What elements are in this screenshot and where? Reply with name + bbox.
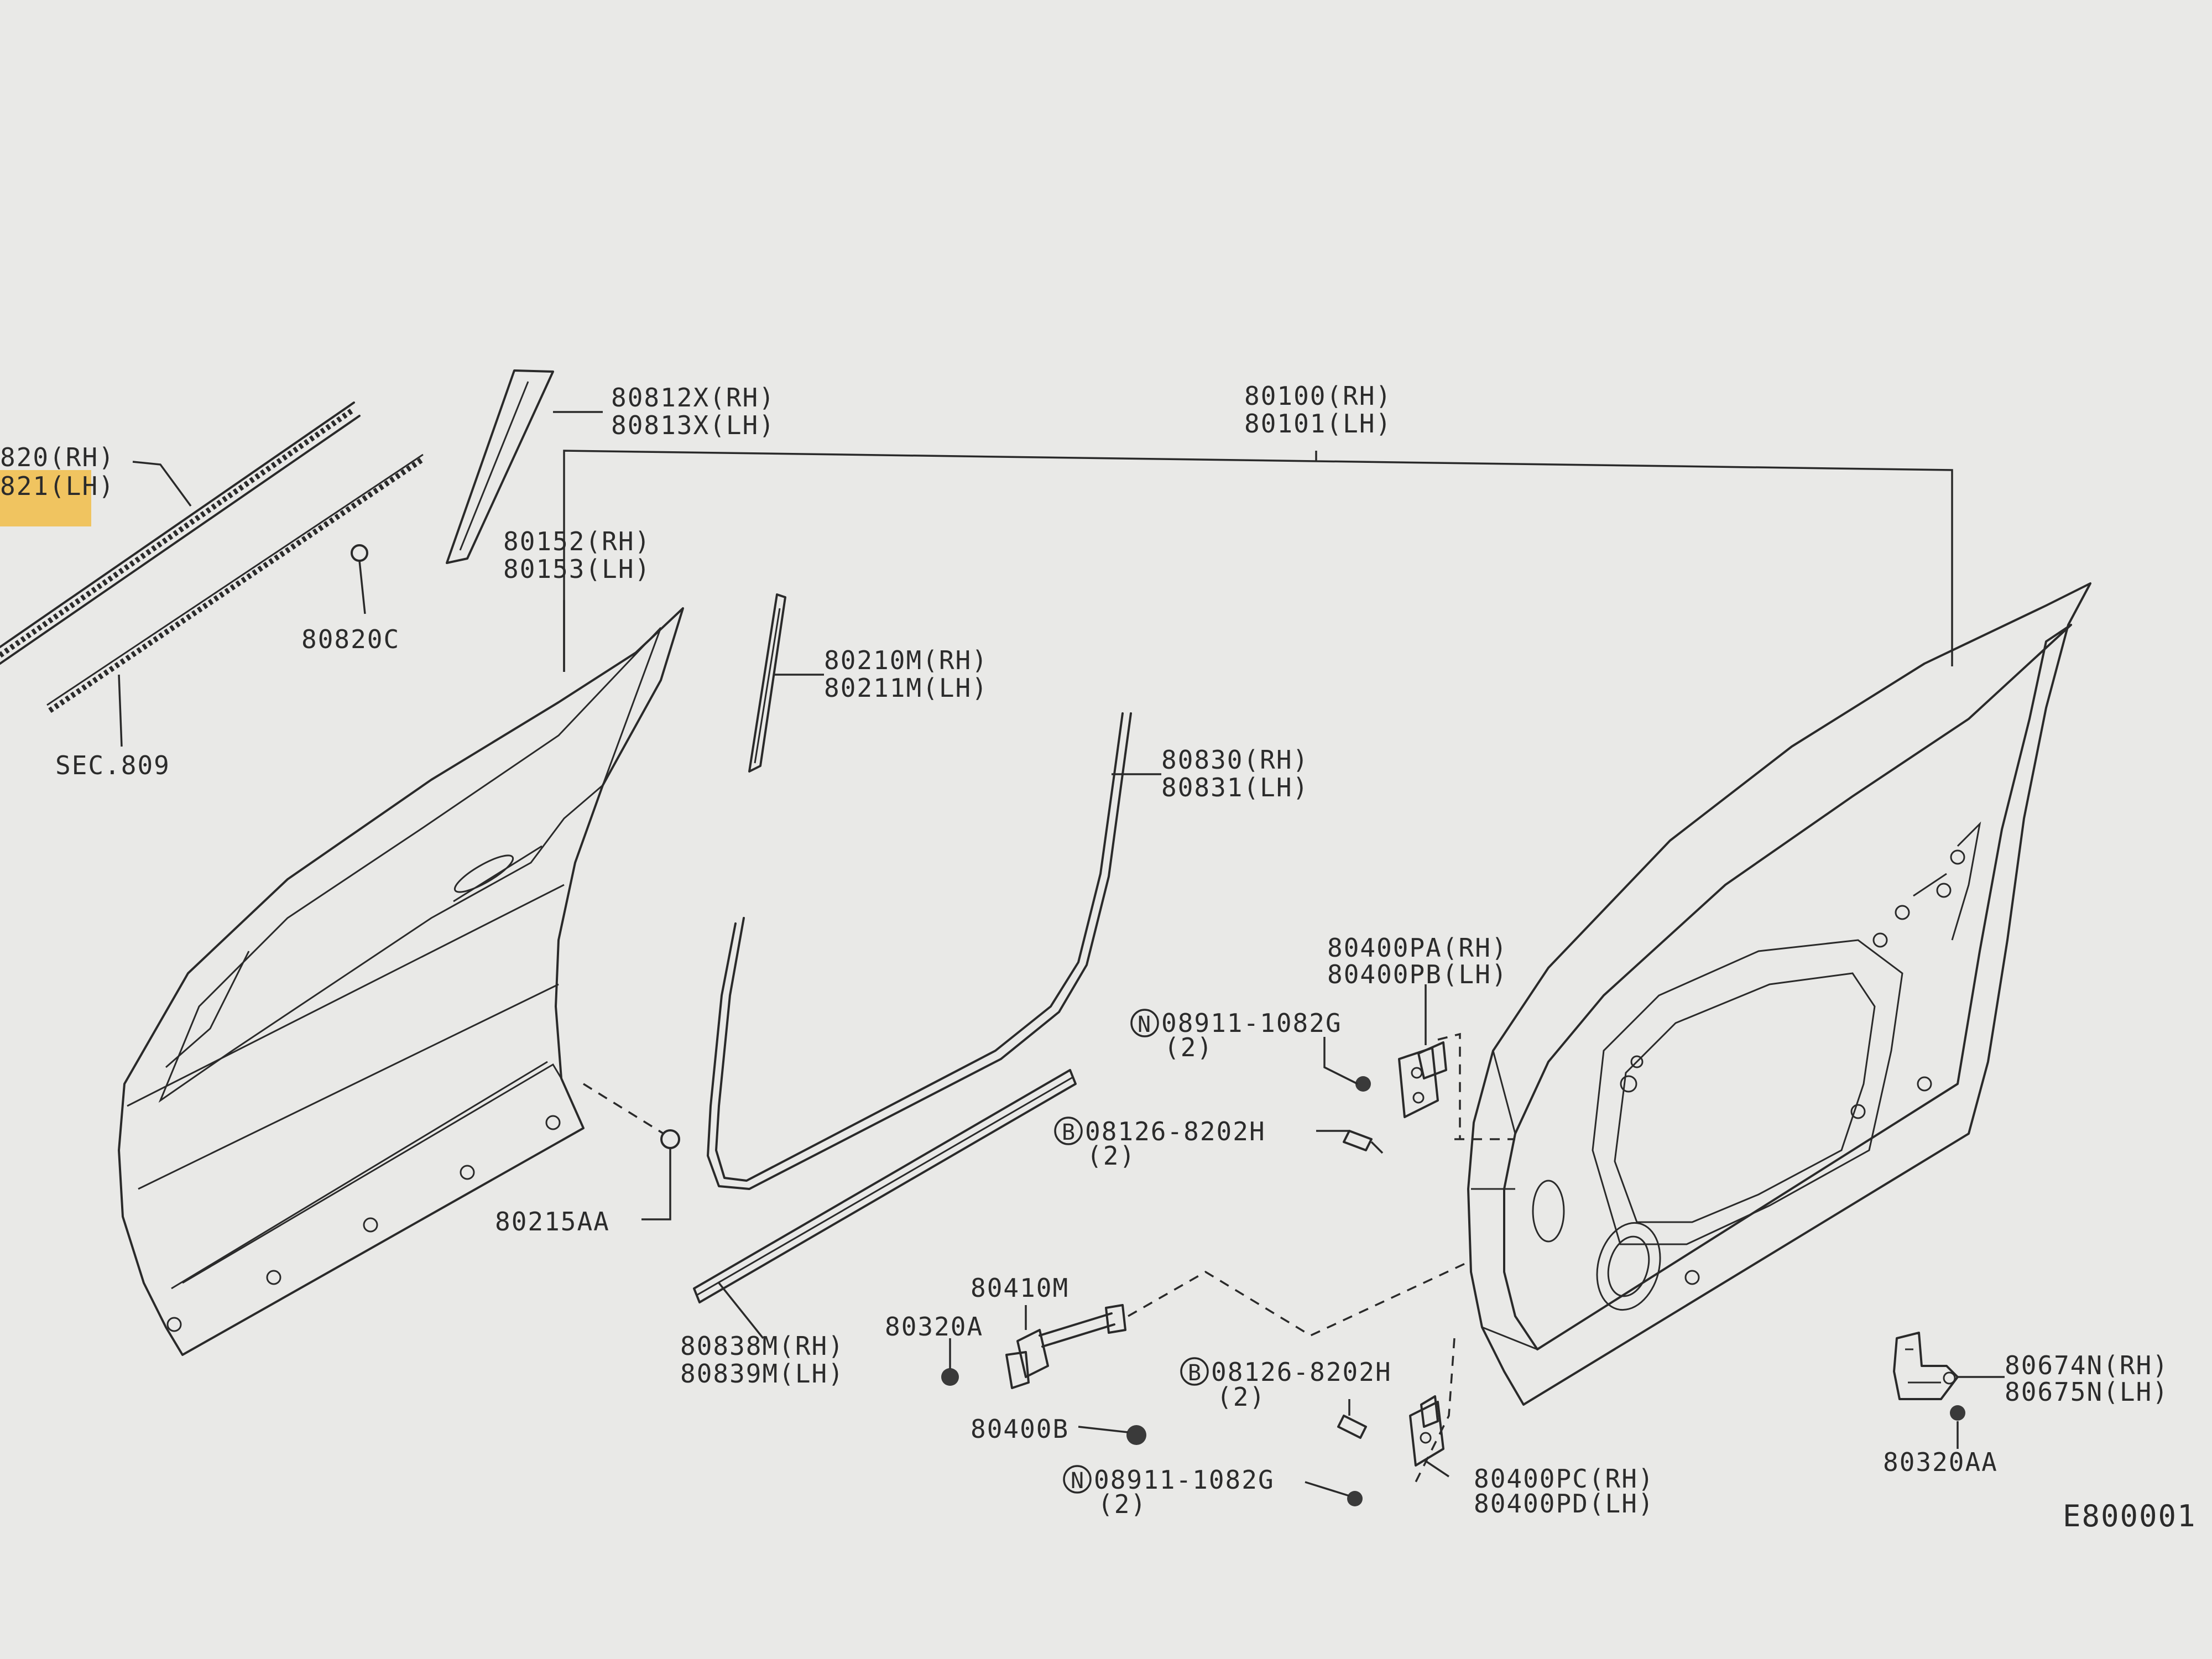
lower-hinge-dashed (1415, 1338, 1455, 1483)
label-clip[interactable]: 80820C (301, 624, 400, 654)
label-lower-seal-rh[interactable]: 80838M(RH) (680, 1331, 844, 1361)
label-seal-lh[interactable]: 80831(LH) (1161, 773, 1309, 802)
svg-text:N: N (1138, 1012, 1152, 1037)
inner-weatherstrip-part[interactable] (46, 453, 425, 713)
label-bolt-upper-qty: (2) (1087, 1141, 1136, 1171)
partition-sash-part[interactable] (748, 593, 786, 773)
lower-seal-leader (718, 1282, 764, 1339)
label-bolt-aa[interactable]: 80320AA (1883, 1447, 1998, 1477)
sash-tape-part[interactable] (446, 369, 554, 564)
bolt-80400b-part[interactable] (1078, 1425, 1146, 1445)
clip-80215aa-part[interactable] (583, 1083, 680, 1220)
n-symbol-lower: N (1063, 1465, 1092, 1494)
b-symbol-upper: B (1054, 1117, 1083, 1145)
label-bolt-lower-qty: (2) (1217, 1382, 1266, 1412)
lower-nut-part[interactable] (1305, 1481, 1363, 1506)
door-assembly-bracket (563, 450, 1953, 672)
label-nut-lower[interactable]: 08911-1082G (1094, 1465, 1275, 1495)
label-bolt-lower[interactable]: 08126-8202H (1211, 1357, 1392, 1387)
label-upper-hinge-lh[interactable]: 80400PB(LH) (1327, 959, 1508, 989)
clip-part[interactable] (351, 544, 368, 614)
label-door-rh[interactable]: 80100(RH) (1244, 381, 1392, 411)
upper-hinge-part[interactable] (1398, 1041, 1447, 1118)
label-door-lh[interactable]: 80101(LH) (1244, 409, 1392, 439)
outer-door-panel-part[interactable] (118, 607, 684, 1356)
door-opening-seal-part[interactable] (707, 712, 1132, 1190)
label-partition-lh[interactable]: 80211M(LH) (824, 673, 988, 703)
door-shell-part[interactable] (1467, 582, 2091, 1406)
label-sec[interactable]: SEC.809 (55, 750, 170, 780)
label-partition-rh[interactable]: 80210M(RH) (824, 645, 988, 675)
label-bolt-upper[interactable]: 08126-8202H (1085, 1117, 1266, 1146)
lower-hinge-leader (1423, 1459, 1449, 1478)
check-link-part[interactable] (1005, 1304, 1126, 1389)
upper-hinge-dashed (1437, 1032, 1515, 1140)
weatherstrip-leader (132, 461, 192, 507)
label-sash-tape-rh[interactable]: 80812X(RH) (611, 383, 775, 413)
label-upper-hinge-rh[interactable]: 80400PA(RH) (1327, 933, 1508, 963)
lower-bolt-part[interactable] (1337, 1399, 1367, 1439)
label-lower-seal-lh[interactable]: 80839M(LH) (680, 1359, 844, 1389)
bolt-80320a-part[interactable] (941, 1338, 959, 1386)
lower-hinge-part[interactable] (1409, 1395, 1444, 1467)
label-nut-upper-qty: (2) (1164, 1032, 1213, 1062)
n-symbol-upper: N (1130, 1009, 1159, 1037)
label-highlight (0, 470, 91, 526)
label-bolt-b[interactable]: 80400B (971, 1414, 1069, 1444)
belt-weatherstrip-part[interactable] (0, 401, 361, 665)
svg-text:B: B (1062, 1120, 1076, 1145)
label-clip2[interactable]: 80215AA (495, 1207, 610, 1237)
label-weatherstrip-lh[interactable]: 821(LH) (0, 471, 115, 501)
label-striker-rh[interactable]: 80674N(RH) (2005, 1350, 2169, 1380)
bolt-80320aa-part[interactable] (1950, 1405, 1965, 1449)
lower-seal-part[interactable] (693, 1069, 1077, 1303)
label-outer-panel-lh[interactable]: 80153(LH) (503, 554, 651, 584)
label-bolt-a[interactable]: 80320A (885, 1312, 983, 1342)
label-striker-lh[interactable]: 80675N(LH) (2005, 1377, 2169, 1407)
label-sash-tape-lh[interactable]: 80813X(LH) (611, 410, 775, 440)
b-symbol-lower: B (1180, 1357, 1209, 1386)
label-lower-hinge-lh[interactable]: 80400PD(LH) (1474, 1489, 1655, 1519)
upper-bolt-part[interactable] (1316, 1130, 1384, 1154)
svg-text:B: B (1188, 1360, 1202, 1386)
striker-part[interactable] (1893, 1332, 1959, 1400)
label-nut-upper[interactable]: 08911-1082G (1161, 1008, 1342, 1038)
label-weatherstrip-rh[interactable]: 820(RH) (0, 442, 115, 472)
diagram-code: E800001 (2063, 1499, 2197, 1533)
sec-leader (118, 674, 123, 747)
label-lower-hinge-rh[interactable]: 80400PC(RH) (1474, 1464, 1655, 1494)
upper-nut-part[interactable] (1323, 1037, 1371, 1092)
check-link-dashed (1128, 1260, 1472, 1337)
label-seal-rh[interactable]: 80830(RH) (1161, 745, 1309, 775)
svg-text:N: N (1071, 1468, 1085, 1494)
label-check-link[interactable]: 80410M (971, 1273, 1069, 1303)
label-outer-panel-rh[interactable]: 80152(RH) (503, 526, 651, 556)
label-nut-lower-qty: (2) (1098, 1489, 1147, 1519)
